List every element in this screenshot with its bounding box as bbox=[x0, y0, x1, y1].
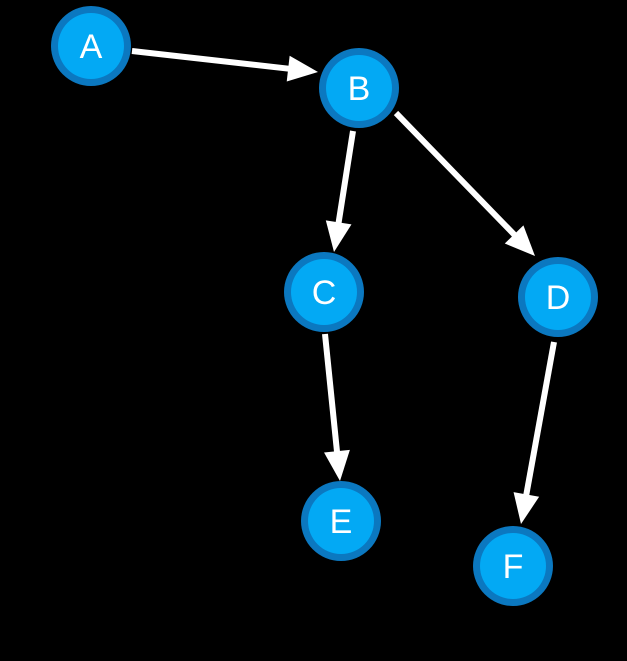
graph-node-e[interactable]: E bbox=[301, 481, 381, 561]
edge-a-to-b[interactable] bbox=[131, 48, 318, 82]
edge-b-to-d[interactable] bbox=[393, 110, 535, 256]
edge-c-to-e[interactable] bbox=[322, 333, 350, 481]
edge-line bbox=[322, 333, 341, 458]
node-fill bbox=[291, 259, 357, 325]
arrowhead-icon bbox=[513, 492, 540, 524]
graph-node-a[interactable]: A bbox=[51, 6, 131, 86]
edge-d-to-f[interactable] bbox=[513, 341, 557, 524]
node-fill bbox=[308, 488, 374, 554]
graph-node-f[interactable]: F bbox=[473, 526, 553, 606]
node-label: C bbox=[312, 274, 337, 312]
node-label: F bbox=[503, 548, 524, 586]
node-label: D bbox=[546, 279, 571, 317]
node-fill bbox=[480, 533, 546, 599]
node-label: E bbox=[330, 503, 353, 541]
nodes-layer: A B C D E F bbox=[51, 6, 598, 606]
graph-node-c[interactable]: C bbox=[284, 252, 364, 332]
edge-b-to-c[interactable] bbox=[325, 130, 356, 252]
graph-node-b[interactable]: B bbox=[319, 48, 399, 128]
node-fill bbox=[525, 264, 591, 330]
edge-line bbox=[393, 110, 521, 241]
edge-line bbox=[522, 341, 557, 501]
node-label: B bbox=[348, 70, 371, 108]
node-fill bbox=[326, 55, 392, 121]
arrowhead-icon bbox=[504, 225, 535, 256]
arrowhead-icon bbox=[286, 55, 318, 82]
arrowhead-icon bbox=[324, 449, 350, 481]
edge-line bbox=[131, 48, 295, 73]
node-label: A bbox=[80, 28, 103, 66]
graph-node-d[interactable]: D bbox=[518, 257, 598, 337]
node-fill bbox=[58, 13, 124, 79]
edge-line bbox=[334, 130, 356, 229]
arrowhead-icon bbox=[325, 220, 352, 252]
edges-layer bbox=[131, 48, 557, 524]
